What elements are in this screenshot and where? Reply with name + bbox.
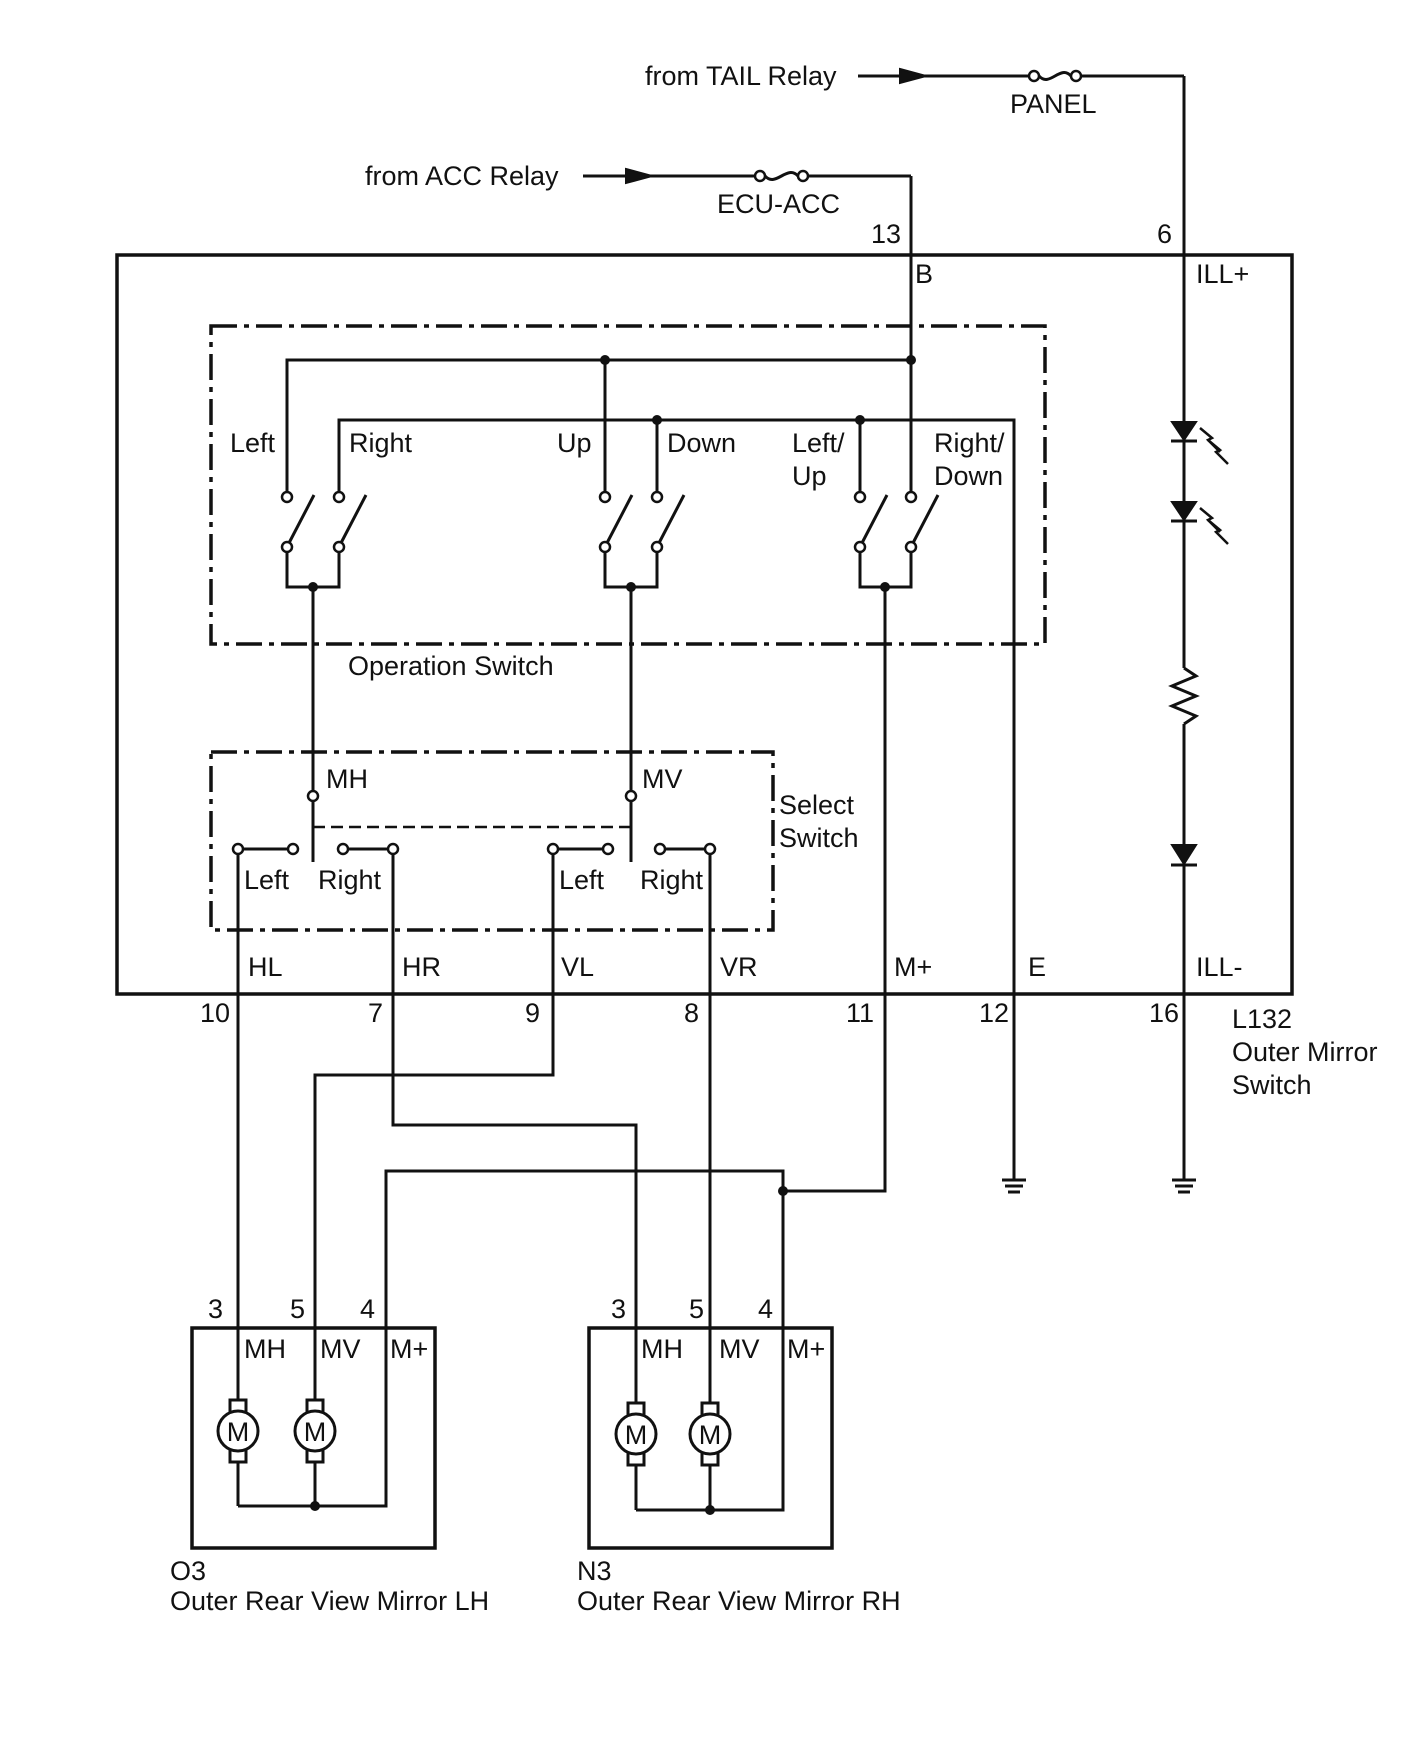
motor-label: M [227, 1417, 250, 1447]
pin-vr-label: VR [720, 952, 758, 982]
select-switch-title-1: Select [779, 790, 855, 820]
mirror-rh-code: N3 [577, 1556, 612, 1586]
switch-leftup-rightdown [853, 490, 940, 592]
motor-icon: M [614, 1401, 658, 1467]
switch-code: L132 [1232, 1004, 1292, 1034]
outer-mirror-switch-box [115, 253, 1294, 996]
select-switch-title-2: Switch [779, 823, 859, 853]
pin-b-label: B [915, 259, 933, 289]
op-right-label: Right [349, 428, 413, 458]
acc-relay-feed: from ACC Relay ECU-ACC [365, 161, 913, 255]
motor-label: M [304, 1417, 327, 1447]
select-left-v-label: Left [559, 865, 605, 895]
op-down-label: Down [667, 428, 736, 458]
mirror-lh-wiring [236, 1328, 388, 1511]
motor-label: M [625, 1420, 648, 1450]
op-up-label: Up [557, 428, 592, 458]
select-right-v-label: Right [640, 865, 704, 895]
rh-pin-4-number: 4 [758, 1294, 773, 1324]
pin-vl-label: VL [561, 952, 594, 982]
pin-7-number: 7 [368, 998, 383, 1028]
pin-e-label: E [1028, 952, 1046, 982]
mirror-rh-name: Outer Rear View Mirror RH [577, 1586, 901, 1616]
pin-13-number: 13 [871, 219, 901, 249]
motor-icon: M [293, 1398, 337, 1464]
mirror-rh-wiring [634, 1328, 785, 1515]
lh-pin-5-number: 5 [290, 1294, 305, 1324]
pin-9-number: 9 [525, 998, 540, 1028]
resistor-icon [1168, 666, 1200, 726]
select-left-h-label: Left [244, 865, 290, 895]
op-leftup-label-2: Up [792, 461, 827, 491]
rh-mv-label: MV [719, 1334, 760, 1364]
tail-relay-label: from TAIL Relay [645, 61, 837, 91]
lh-mh-label: MH [244, 1334, 286, 1364]
rh-pin-5-number: 5 [689, 1294, 704, 1324]
pin-mplus-label: M+ [894, 952, 932, 982]
pin-hl-label: HL [248, 952, 283, 982]
operation-switch-title: Operation Switch [348, 651, 554, 681]
rh-pin-3-number: 3 [611, 1294, 626, 1324]
select-right-h-label: Right [318, 865, 382, 895]
pin-16-number: 16 [1149, 998, 1179, 1028]
arrow-icon [625, 167, 656, 185]
motor-icon: M [688, 1401, 732, 1467]
mirror-lh-name: Outer Rear View Mirror LH [170, 1586, 489, 1616]
pin-11-number: 11 [846, 998, 874, 1028]
tail-relay-feed: from TAIL Relay PANEL [645, 61, 1186, 255]
pin-8-number: 8 [684, 998, 699, 1028]
op-leftup-label-1: Left/ [792, 428, 845, 458]
rh-mh-label: MH [641, 1334, 683, 1364]
lh-mplus-label: M+ [390, 1334, 428, 1364]
pin-6-number: 6 [1157, 219, 1172, 249]
pin-12-number: 12 [979, 998, 1009, 1028]
switch-up-down [598, 490, 686, 592]
mirror-lh-code: O3 [170, 1556, 206, 1586]
op-rightdown-label-2: Down [934, 461, 1003, 491]
lh-pin-3-number: 3 [208, 1294, 223, 1324]
switch-left-right [280, 490, 368, 592]
pin-hr-label: HR [402, 952, 441, 982]
ground-icon [1002, 1178, 1026, 1194]
fuse-panel-label: PANEL [1010, 89, 1097, 119]
select-mh-label: MH [326, 764, 368, 794]
lh-pin-4-number: 4 [360, 1294, 375, 1324]
switch-name-line1: Outer Mirror [1232, 1037, 1378, 1067]
pin-ill-minus-label: ILL- [1196, 952, 1243, 982]
rh-mplus-label: M+ [787, 1334, 825, 1364]
diode-icon [1170, 844, 1198, 867]
motor-label: M [699, 1420, 722, 1450]
pin-ill-plus-label: ILL+ [1196, 259, 1249, 289]
op-rightdown-label-1: Right/ [934, 428, 1005, 458]
ground-icon [1172, 1178, 1196, 1194]
fuse-ecu-acc-label: ECU-ACC [717, 189, 840, 219]
switch-name-line2: Switch [1232, 1070, 1312, 1100]
arrow-icon [899, 67, 930, 85]
select-switch-wiring [231, 587, 717, 862]
pin-10-number: 10 [200, 998, 230, 1028]
motor-icon: M [216, 1398, 260, 1464]
operation-switch-wiring [285, 255, 1026, 1194]
harness-wiring [236, 587, 887, 1328]
select-switch-frame [209, 750, 775, 932]
select-mv-label: MV [642, 764, 683, 794]
led-icon [1170, 501, 1229, 545]
led-icon [1170, 421, 1229, 465]
operation-switch-frame [209, 324, 1047, 646]
illumination-circuit [1168, 255, 1229, 1194]
fuse-ecu-acc-icon [753, 169, 810, 183]
acc-relay-label: from ACC Relay [365, 161, 559, 191]
lh-mv-label: MV [320, 1334, 361, 1364]
op-left-label: Left [230, 428, 276, 458]
fuse-panel-icon [1027, 69, 1083, 83]
